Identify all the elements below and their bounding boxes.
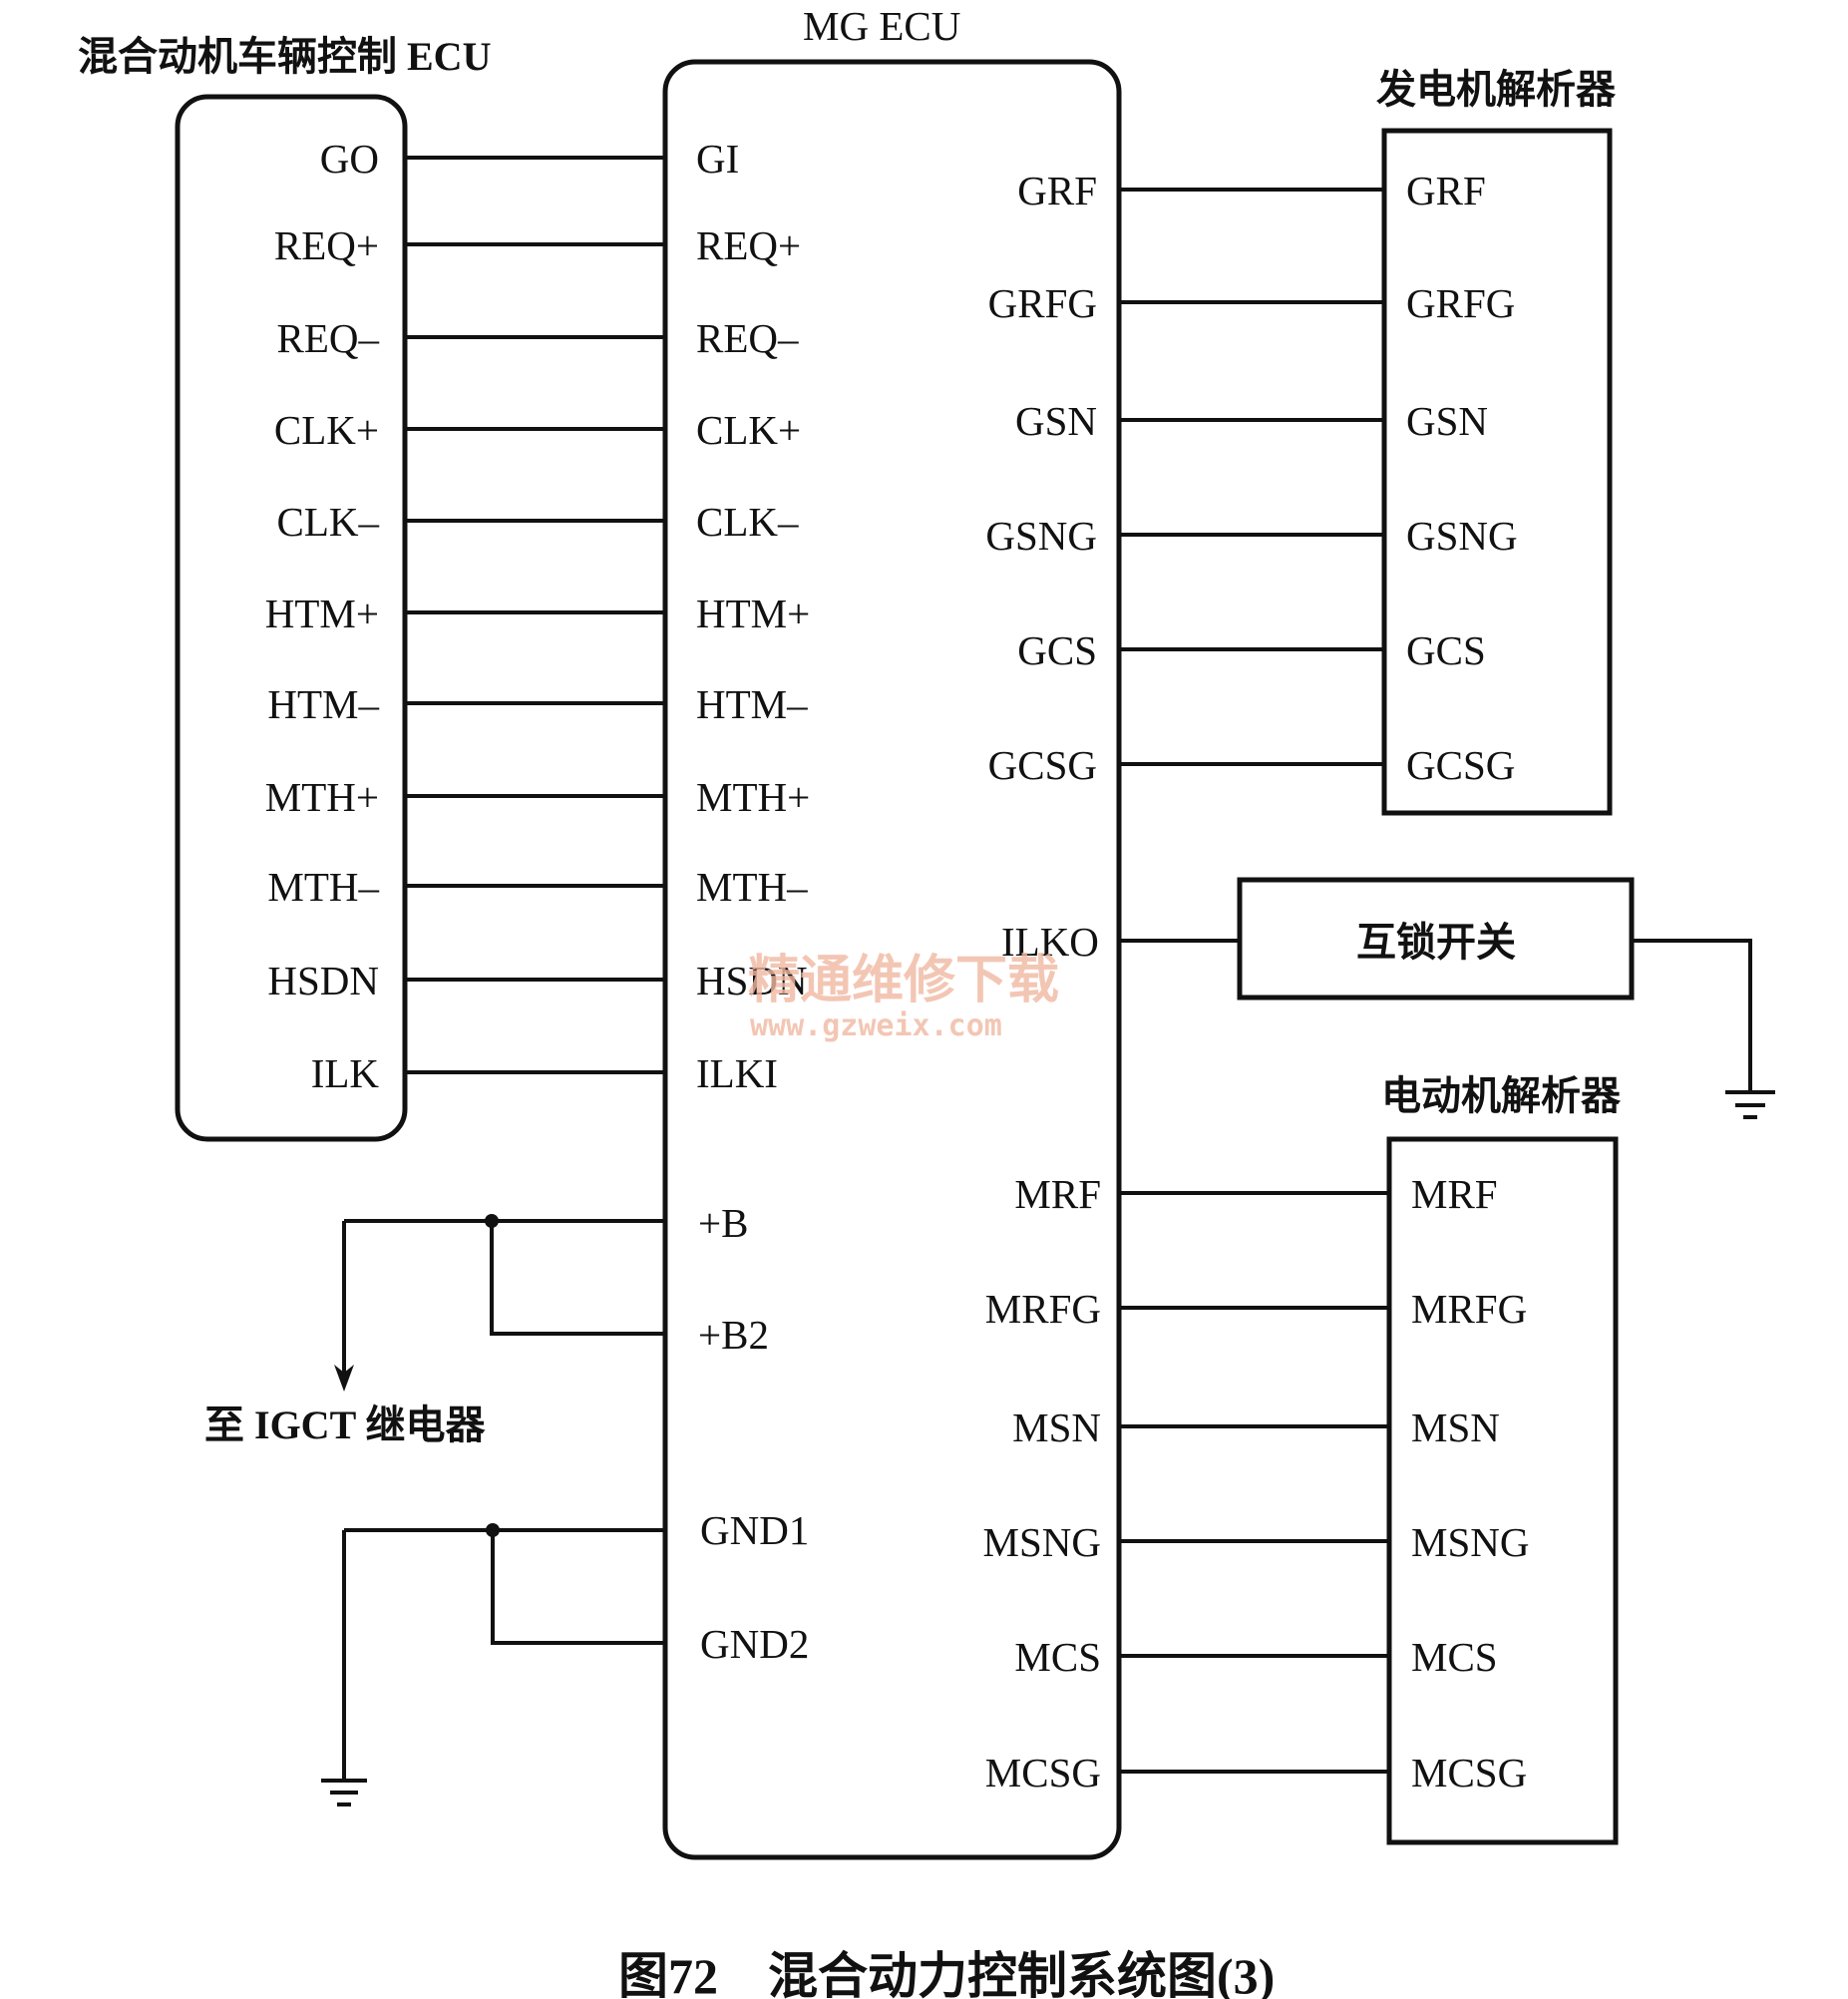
mg-pin-mcs: MCS <box>1014 1634 1101 1680</box>
ground-icon <box>321 1779 367 1806</box>
mg-pin-grfg: GRFG <box>988 280 1097 326</box>
hv-pin-mth-minusplus: MTH+ <box>265 774 379 820</box>
hv-ecu-box <box>175 94 408 1142</box>
mg-pin-gsng: GSNG <box>985 513 1097 559</box>
mg-pin-mcsg: MCSG <box>985 1750 1101 1796</box>
wire-plus-b2 <box>490 1221 665 1336</box>
motor-pin-mrf: MRF <box>1411 1171 1498 1217</box>
mg-ecu-left-pins: GI REQ+ REQ– CLK+ CLK– HTM+ HTM– MTH+ MTH– HSDN IL… <box>696 136 810 1096</box>
mg-pin-msng: MSNG <box>983 1519 1101 1565</box>
motor-resolver-pins: MRF MRFG MSN MSNG MCS MCSG <box>1411 1171 1529 1796</box>
mg-pin-hsdn: HSDN <box>696 958 808 1003</box>
motor-pin-mcsg: MCSG <box>1411 1750 1527 1796</box>
mg-pin-htm-minusplus: HTM+ <box>696 591 810 636</box>
junction-dot <box>486 1523 500 1537</box>
mg-pin-clk-minus: CLK– <box>696 499 799 545</box>
wire-interlock-ground <box>1632 939 1752 1090</box>
mg-pin-gnd1: GND1 <box>700 1507 809 1553</box>
mg-pin-plus-b2: +B2 <box>698 1312 769 1358</box>
gen-pin-gsng: GSNG <box>1406 513 1518 559</box>
watermark-url: www.gzweix.com <box>750 1008 1002 1043</box>
hv-pin-hsdn: HSDN <box>267 958 379 1003</box>
mg-pin-gcsg: GCSG <box>988 742 1097 788</box>
ground-icon <box>1725 1090 1775 1119</box>
gen-pin-gcs: GCS <box>1406 627 1486 673</box>
generator-resolver-pins: GRF GRFG GSN GSNG GCS GCSG <box>1406 168 1518 788</box>
motor-resolver-box <box>1386 1136 1619 1845</box>
hv-pin-htm-minusplus: HTM+ <box>265 591 379 636</box>
hv-pin-go: GO <box>320 136 379 182</box>
hv-pin-ilk: ILK <box>311 1050 380 1096</box>
hv-ecu-title: 混合动机车辆控制 ECU <box>78 34 491 79</box>
motor-pin-msng: MSNG <box>1411 1519 1529 1565</box>
arrow-down-icon <box>334 1365 354 1392</box>
watermark-text: 精通维修下载 <box>748 951 1059 1010</box>
mg-pin-req-minusplus: REQ+ <box>696 222 801 268</box>
mg-pin-ilko: ILKO <box>1001 919 1099 965</box>
interlock-switch-label: 互锁开关 <box>1356 920 1516 965</box>
mg-pin-grf: GRF <box>1017 168 1097 213</box>
mg-pin-gi: GI <box>696 136 739 182</box>
generator-resolver-box <box>1381 128 1613 816</box>
generator-resolver-title: 发电机解析器 <box>1376 67 1617 112</box>
mg-ecu-title: MG ECU <box>803 3 960 49</box>
gen-pin-grfg: GRFG <box>1406 280 1515 326</box>
mg-ecu-generator-pins: GRF GRFG GSN GSNG GCS GCSG <box>985 168 1384 788</box>
mg-pin-msn: MSN <box>1012 1404 1101 1450</box>
mg-pin-mrf: MRF <box>1014 1171 1101 1217</box>
motor-resolver-title: 电动机解析器 <box>1381 1073 1622 1118</box>
mg-pin-gnd2: GND2 <box>700 1621 809 1667</box>
hv-pin-req-minus: REQ– <box>277 315 380 361</box>
wire-gnd2 <box>491 1530 665 1645</box>
figure-caption: 图72 混合动力控制系统图(3) <box>618 1948 1275 1999</box>
relay-note: 至 IGCT 继电器 <box>204 1402 487 1447</box>
mg-pin-mth-minusplus: MTH+ <box>696 774 810 820</box>
hv-pin-req-minusplus: REQ+ <box>274 222 379 268</box>
hv-pin-mth-minus: MTH– <box>267 864 379 910</box>
gen-pin-gcsg: GCSG <box>1406 742 1515 788</box>
gen-pin-grf: GRF <box>1406 168 1486 213</box>
mg-pin-gcs: GCS <box>1017 627 1097 673</box>
motor-pin-msn: MSN <box>1411 1404 1500 1450</box>
mg-ecu-box <box>662 59 1122 1860</box>
hv-pin-clk-minusplus: CLK+ <box>274 407 379 453</box>
mg-pin-plus-b: +B <box>698 1200 748 1246</box>
mg-pin-gsn: GSN <box>1015 398 1097 444</box>
mg-ecu-motor-pins: MRF MRFG MSN MSNG MCS MCSG <box>983 1171 1389 1796</box>
junction-dot <box>485 1214 499 1228</box>
motor-pin-mcs: MCS <box>1411 1634 1498 1680</box>
mg-pin-htm-minus: HTM– <box>696 681 808 727</box>
mg-pin-mth-minus: MTH– <box>696 864 808 910</box>
hv-pin-htm-minus: HTM– <box>267 681 379 727</box>
hv-pin-clk-minus: CLK– <box>277 499 380 545</box>
motor-pin-mrfg: MRFG <box>1411 1286 1527 1332</box>
mg-pin-mrfg: MRFG <box>985 1286 1101 1332</box>
hv-ecu-pins: GO REQ+ REQ– CLK+ CLK– HTM+ HTM– MTH+ MTH– HSDN IL… <box>265 136 665 1096</box>
mg-pin-req-minus: REQ– <box>696 315 799 361</box>
mg-pin-clk-minusplus: CLK+ <box>696 407 801 453</box>
gen-pin-gsn: GSN <box>1406 398 1488 444</box>
mg-pin-ilki: ILKI <box>696 1050 778 1096</box>
